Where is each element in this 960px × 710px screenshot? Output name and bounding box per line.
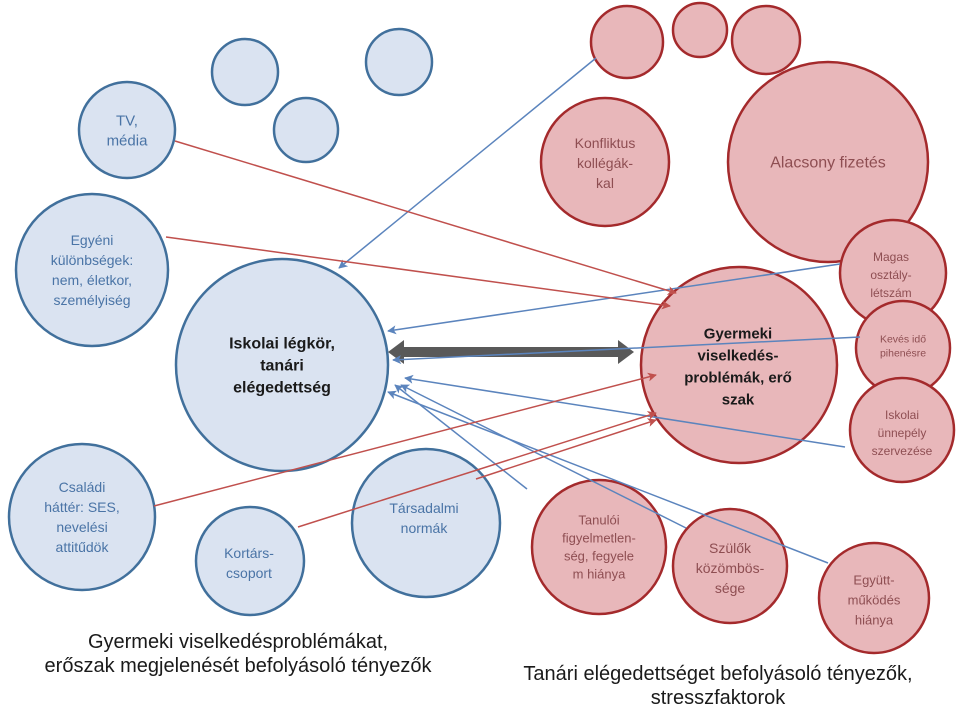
empty-red-circle-3 [730,4,802,76]
node-colleague-conflict: Konfliktus kollégák-kal [539,96,671,228]
arrow-peer-to-behavior [297,411,657,528]
decorative-circles [210,1,802,164]
node-label-line: hiánya [855,613,894,628]
caption-left-line-1: Gyermeki viselkedésproblémákat, [87,631,389,653]
double-arrow [388,340,634,364]
node-label-line: nevelési [56,519,107,535]
arrow-inattention-to-climate [394,384,528,490]
node-label: Alacsony fizetés [770,155,886,172]
node-label-line: Iskolai [885,408,919,422]
node-large-classes: Magas osztály-létszám [838,218,948,328]
node-label-line: tanári [260,358,304,375]
node-label-line: Együtt- [853,573,894,588]
node-label-line: szak [722,391,755,408]
node-label-line: média [107,132,149,149]
node-label: Iskolai ünnepély szervezése [872,408,933,458]
node-label-line: Egyéni [71,232,114,248]
node-label-line: Kevés idő [880,334,926,346]
node-label-line: ség, fegyele [564,549,634,564]
node-child-behavior: Gyermeki viselkedés-problémák, erő szak [639,265,839,465]
node-label-line: elégedettség [233,380,331,397]
node-peer-group: Kortárs-csoport [194,505,306,617]
node-label-line: osztály- [870,268,911,282]
empty-red-circle-1 [589,4,665,80]
node-label-line: háttér: SES, [44,499,119,515]
empty-red-circle-2 [671,1,729,59]
node-label-line: nem, életkor, [52,272,132,288]
node-family-background: Családi háttér: SES, nevelési attitűdök [7,442,157,592]
node-label-line: Magas [873,250,909,264]
arrow-family-to-behavior [153,372,657,507]
node-tv-media: TV, média [77,80,177,180]
node-label-line: attitűdök [56,539,110,555]
node-label-line: csoport [226,565,272,581]
node-label-line: Társadalmi [389,500,458,516]
node-social-norms: Társadalmi normák [350,447,502,599]
arrow-salary-to-climate [387,263,841,335]
arrow-cooperation-to-climate [387,390,829,564]
empty-blue-circle-3 [272,96,340,164]
node-label-line: Kortárs- [224,545,274,561]
caption-left-line-2: erőszak megjelenését befolyásoló tényező… [44,655,432,677]
caption-right-line-2: stresszfaktorok [650,687,786,709]
node-low-salary: Alacsony fizetés [726,60,930,264]
arrow-conflict-to-climate [338,57,597,269]
node-parent-indifference: Szülők közömbös-sége [671,507,789,625]
caption-right-line-1: Tanári elégedettséget befolyásoló tényez… [523,663,913,685]
node-label: Egyéni különbségek: nem, életkor, személyis… [51,232,134,308]
node-school-climate: Iskolai légkör, tanári elégedettség [174,257,390,473]
arrow-events-to-climate [404,374,846,448]
arrow-norms-to-behavior [475,418,657,480]
node-label-line: pihenésre [880,348,926,360]
node-label-line: figyelmetlen- [562,531,636,546]
arrow-tv-to-behavior [174,140,677,295]
node-label-line: Alacsony fizetés [770,155,886,172]
node-school-events: Iskolai ünnepély szervezése [848,376,956,484]
node-lack-of-cooperation: Együtt-működés hiánya [817,541,931,655]
caption-left: Gyermeki viselkedésproblémákat, erőszak … [4,630,472,678]
node-label-line: m hiánya [573,567,627,582]
node-label-line: ünnepély [878,426,927,440]
node-label: Tanulói figyelmetlen-ség, fegyele m hiánya [562,513,636,582]
node-label: Együtt-működés hiánya [848,573,901,628]
node-label: Kevés idő pihenésre [880,334,926,360]
node-label-line: problémák, erő [684,369,792,386]
node-label: Családi háttér: SES, nevelési attitűdök [44,479,119,555]
node-label-line: Tanulói [578,513,619,528]
node-label-line: szervezése [872,444,933,458]
node-label-line: kal [596,175,614,191]
node-student-inattention: Tanulói figyelmetlen-ség, fegyele m hiánya [530,478,668,616]
node-label-line: különbségek: [51,252,134,268]
caption-right: Tanári elégedettséget befolyásoló tényez… [496,662,940,710]
node-label: Gyermeki viselkedés-problémák, erő szak [684,325,792,408]
node-label-line: közömbös- [696,560,765,576]
node-label-line: Gyermeki [704,325,772,342]
arrow-individual-to-behavior [165,236,671,310]
node-label-line: normák [401,520,449,536]
empty-blue-circle-2 [364,27,434,97]
node-label-line: kollégák- [577,155,633,171]
node-label-line: Konfliktus [575,135,636,151]
node-label: Konfliktus kollégák-kal [575,135,636,191]
node-label-line: személyiség [53,292,130,308]
node-label-line: Szülők [709,540,752,556]
empty-blue-circle-1 [210,37,280,107]
node-label: Kortárs-csoport [224,545,274,581]
node-label-line: létszám [870,286,911,300]
node-label-line: viselkedés- [698,347,779,364]
node-label: Iskolai légkör, tanári elégedettség [229,336,335,397]
node-label: TV, média [107,112,149,149]
node-label-line: sége [715,580,746,596]
node-label-line: Iskolai légkör, [229,336,335,353]
node-label-line: TV, [116,112,138,129]
red-arrows [153,140,677,528]
node-label: Magas osztály-létszám [870,250,911,300]
node-label-line: Családi [59,479,106,495]
node-label-line: működés [848,593,901,608]
node-label: Társadalmi normák [389,500,458,536]
arrow-classsize-to-climate [392,336,861,365]
node-individual-differences: Egyéni különbségek: nem, életkor, személyis… [14,192,170,348]
node-label: Szülők közömbös-sége [696,540,765,596]
